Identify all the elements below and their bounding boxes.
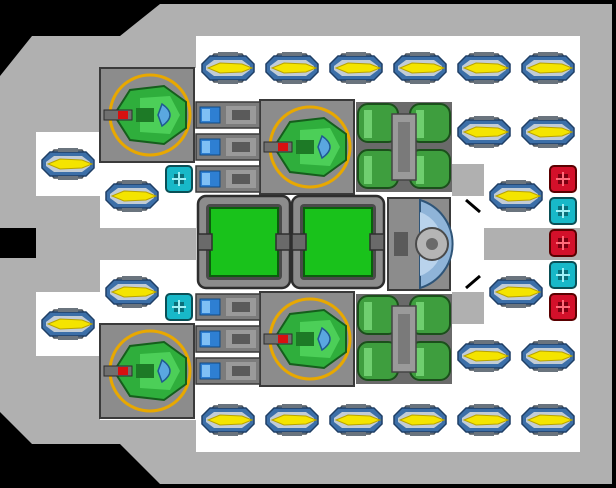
thruster-module[interactable] [457,339,511,373]
armor-block-cyan[interactable] [165,165,193,193]
thruster-module[interactable] [105,275,159,309]
sensor-dish-module[interactable] [387,197,481,291]
thruster-module[interactable] [521,403,575,437]
reactor-module[interactable] [290,194,386,290]
thruster-module[interactable] [457,115,511,149]
thruster-module[interactable] [521,115,575,149]
turret-module[interactable] [98,322,196,420]
thruster-module[interactable] [393,51,447,85]
turret-module[interactable] [258,290,356,388]
battery-bank[interactable] [195,293,261,385]
thruster-module[interactable] [201,51,255,85]
battery-bank[interactable] [195,101,261,193]
thruster-module[interactable] [489,179,543,213]
thruster-module[interactable] [329,51,383,85]
engine-module[interactable] [355,101,453,193]
armor-block-red[interactable] [549,165,577,193]
thruster-module[interactable] [521,339,575,373]
thruster-module[interactable] [489,275,543,309]
thruster-module[interactable] [41,147,95,181]
thruster-module[interactable] [201,403,255,437]
turret-module[interactable] [258,98,356,196]
armor-block-cyan[interactable] [549,261,577,289]
armor-block-red[interactable] [549,229,577,257]
thruster-module[interactable] [329,403,383,437]
hull-notches [100,164,580,324]
thruster-module[interactable] [457,403,511,437]
thruster-module[interactable] [457,51,511,85]
reactor-module[interactable] [196,194,292,290]
thruster-module[interactable] [105,179,159,213]
thruster-module[interactable] [265,51,319,85]
engine-module[interactable] [355,293,453,385]
thruster-module[interactable] [393,403,447,437]
thruster-module[interactable] [265,403,319,437]
thruster-module[interactable] [41,307,95,341]
turret-module[interactable] [98,66,196,164]
armor-block-cyan[interactable] [549,197,577,225]
armor-block-red[interactable] [549,293,577,321]
thruster-module[interactable] [521,51,575,85]
armor-block-cyan[interactable] [165,293,193,321]
